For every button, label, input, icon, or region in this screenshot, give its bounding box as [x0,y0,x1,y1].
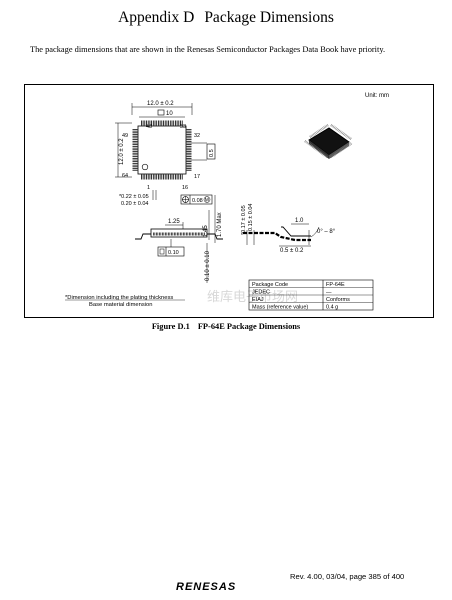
dim-lead-len: 1.0 [295,218,304,224]
appendix-label: Appendix D [118,9,195,26]
dim-max-height: 1.70 Max [217,212,223,237]
dim-body-thick: 1.45 [203,225,209,237]
pin-label-1: 1 [147,185,150,191]
footer-revision: Rev. 4.00, 03/04, page 385 of 400 [290,572,405,581]
figure-box: Unit: mm 12.0 ± 0.2 10 [24,84,434,318]
dim-lead-width-1: *0.22 ± 0.05 [119,194,149,200]
dim-angle: 0° – 8° [317,229,336,235]
page-title: Appendix D Package Dimensions [0,9,452,27]
table-value-3: 0.4 g [326,305,338,311]
dim-top-width: 12.0 ± 0.2 [147,101,174,107]
table-label-2: EIAJ [252,297,264,303]
note-plating: *Dimension including the plating thickne… [65,295,173,301]
pin-label-48: 48 [146,124,152,130]
package-drawing: Unit: mm 12.0 ± 0.2 10 [65,93,389,311]
dim-lead-thick-2: 0.15 ± 0.04 [248,204,254,231]
table-label-1: JEDEC [252,290,270,296]
dim-foot-len: 0.5 ± 0.2 [280,248,304,254]
top-view: 12.0 ± 0.2 10 48 33 [115,101,216,207]
dim-lead-width-2: 0.20 ± 0.04 [121,201,148,207]
dim-standoff: 1.25 [168,219,180,225]
dim-body-width: 10 [166,111,173,117]
appendix-title: Package Dimensions [204,9,334,26]
dim-copl: 0.10 [168,250,179,256]
figure-caption: Figure D.1 FP-64E Package Dimensions [0,322,452,331]
dim-side-height: 12.0 ± 0.2 [119,138,125,165]
tolerance-frame [180,194,213,205]
dim-lead-thick-1: *0.17 ± 0.05 [241,205,247,235]
coplanarity-icon [159,248,165,255]
note-base-material: Base material dimension [89,302,152,308]
watermark: 维库电子市场网 [207,289,298,304]
renesas-logo: RENESAS [176,581,237,593]
pin-label-16: 16 [182,185,188,191]
intro-paragraph: The package dimensions that are shown in… [30,45,386,54]
dim-pitch: 0.5 [209,149,215,157]
table-value-0: FP-64E [326,282,345,288]
pin1-marker [141,163,149,171]
side-view-right: *0.17 ± 0.05 0.15 ± 0.04 1.0 0° – 8° 0.5… [241,204,336,254]
package-body-top [137,125,187,175]
dim-base-gap: 0.10 ± 0.10 [205,250,211,281]
table-value-1: — [326,290,332,296]
unit-label: Unit: mm [365,93,389,99]
package-info-table: Package Code FP-64E JEDEC — EIAJ Conform… [248,279,374,311]
side-view-left: 1.25 1.45 1.70 Max 0.10 ± 0.10 0.10 [135,195,223,283]
pin-label-33: 33 [180,124,186,130]
pin-label-49: 49 [122,133,128,139]
figure-caption-text: FP-64E Package Dimensions [197,322,301,331]
table-label-3: Mass (reference value) [252,305,308,311]
dim-tol-m: M [205,198,209,204]
pin-label-32: 32 [194,133,200,139]
table-value-2: Conforms [326,297,350,303]
figure-number: Figure D.1 [151,322,190,331]
pin-label-17: 17 [194,174,200,180]
table-label-0: Package Code [252,282,288,288]
dim-tol-pos: 0.08 [192,198,203,204]
pin-label-64: 64 [122,173,128,179]
chip-3d-illustration [304,123,353,159]
